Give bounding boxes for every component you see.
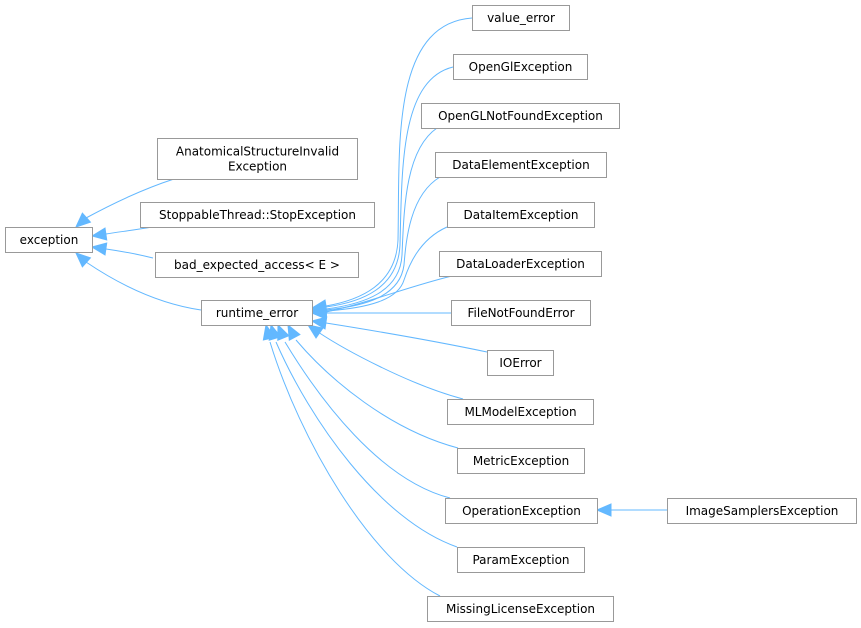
- class-node-label: OperationException: [462, 504, 581, 518]
- class-node-box: [457, 448, 585, 474]
- class-node-label: value_error: [487, 11, 555, 25]
- class-node-label: AnatomicalStructureInvalid: [176, 145, 339, 159]
- edge-line: [269, 341, 441, 597]
- edge-line: [105, 248, 154, 259]
- class-node-label: FileNotFoundError: [468, 306, 575, 320]
- edge-line: [325, 66, 454, 308]
- class-node-box: [487, 350, 554, 376]
- class-node-label: OpenGlException: [469, 60, 573, 74]
- edge-line: [85, 261, 202, 311]
- class-node-label: DataElementException: [452, 158, 589, 172]
- class-node-missing-license[interactable]: MissingLicenseException: [427, 596, 614, 622]
- class-node-label: IOError: [499, 356, 541, 370]
- class-node-runtime-error[interactable]: runtime_error: [201, 300, 313, 326]
- edge-line: [317, 331, 464, 400]
- class-node-box: [447, 399, 594, 425]
- class-node-value-error[interactable]: value_error: [472, 5, 570, 31]
- edge-operation-to-runtime_error: [277, 323, 451, 499]
- edge-line: [105, 226, 153, 235]
- edge-line: [325, 275, 453, 313]
- class-node-box: [140, 202, 375, 228]
- class-node-label: MissingLicenseException: [446, 602, 595, 616]
- edge-line: [275, 341, 458, 548]
- class-node-label: ParamException: [472, 553, 569, 567]
- class-node-box: [451, 300, 591, 326]
- edge-data_loader-to-runtime_error: [310, 275, 453, 319]
- edge-missing_license-to-runtime_error: [262, 323, 441, 597]
- inheritance-arrow-icon: [287, 323, 301, 341]
- inheritance-arrow-icon: [75, 252, 92, 268]
- edge-line: [325, 127, 438, 310]
- class-node-box: [453, 54, 588, 80]
- edge-image_samplers-to-operation: [595, 503, 667, 517]
- edge-line: [325, 17, 473, 307]
- inheritance-arrow-icon: [90, 242, 108, 256]
- class-node-image-samplers[interactable]: ImageSamplersException: [667, 498, 857, 524]
- class-node-box: [427, 596, 614, 622]
- edge-bad_expected-to-exception: [90, 242, 154, 259]
- inheritance-arrow-icon: [262, 323, 276, 341]
- class-node-label: MLModelException: [464, 405, 576, 419]
- class-node-operation[interactable]: OperationException: [445, 498, 598, 524]
- class-node-label: ImageSamplersException: [686, 504, 839, 518]
- class-node-data-loader[interactable]: DataLoaderException: [439, 251, 602, 277]
- class-node-box: [5, 227, 93, 253]
- edge-runtime_error-to-exception: [75, 252, 202, 311]
- edge-line: [295, 339, 459, 449]
- class-node-opengl-notfound[interactable]: OpenGLNotFoundException: [421, 103, 620, 129]
- class-node-opengl-exc[interactable]: OpenGlException: [453, 54, 588, 80]
- inheritance-arrow-icon: [75, 212, 92, 228]
- edges-layer: [75, 17, 667, 597]
- class-node-metric[interactable]: MetricException: [457, 448, 585, 474]
- class-node-box: [457, 547, 585, 573]
- class-node-label: exception: [20, 233, 79, 247]
- class-node-label: StoppableThread::StopException: [159, 208, 356, 222]
- edge-file_not_found-to-runtime_error: [310, 306, 451, 320]
- edge-anatomical-to-exception: [75, 178, 175, 228]
- class-node-file-not-found[interactable]: FileNotFoundError: [451, 300, 591, 326]
- class-node-exception[interactable]: exception: [5, 227, 93, 253]
- inheritance-arrow-icon: [595, 503, 612, 517]
- edge-line: [85, 178, 175, 219]
- edge-line: [325, 176, 441, 311]
- class-node-box: [435, 152, 607, 178]
- edge-line: [325, 226, 448, 312]
- class-node-box: [421, 103, 620, 129]
- class-node-label: runtime_error: [216, 306, 298, 320]
- inheritance-arrow-icon: [90, 227, 108, 241]
- edge-ioerror-to-runtime_error: [310, 316, 488, 353]
- edge-stoppable-to-exception: [90, 226, 153, 241]
- class-node-box: [157, 138, 358, 180]
- class-node-mlmodel[interactable]: MLModelException: [447, 399, 594, 425]
- inheritance-arrow-icon: [277, 323, 290, 341]
- inheritance-arrow-icon: [310, 306, 327, 320]
- edge-line: [325, 322, 488, 353]
- class-node-box: [667, 498, 857, 524]
- class-node-box: [439, 251, 602, 277]
- nodes-layer: exception AnatomicalStructureInvalidExcep…: [5, 5, 857, 622]
- class-node-ioerror[interactable]: IOError: [487, 350, 554, 376]
- class-node-box: [472, 5, 570, 31]
- class-node-box: [201, 300, 313, 326]
- class-node-param[interactable]: ParamException: [457, 547, 585, 573]
- class-node-label: OpenGLNotFoundException: [438, 109, 603, 123]
- class-node-data-item[interactable]: DataItemException: [447, 202, 595, 228]
- edge-metric-to-runtime_error: [287, 323, 459, 449]
- class-node-label: Exception: [228, 160, 287, 174]
- class-node-box: [447, 202, 595, 228]
- class-node-box: [445, 498, 598, 524]
- class-node-data-element[interactable]: DataElementException: [435, 152, 607, 178]
- class-node-bad-expected[interactable]: bad_expected_access< E >: [155, 252, 359, 278]
- edge-mlmodel-to-runtime_error: [306, 324, 464, 400]
- class-node-box: [155, 252, 359, 278]
- class-node-label: DataLoaderException: [456, 257, 585, 271]
- class-node-stoppable[interactable]: StoppableThread::StopException: [140, 202, 375, 228]
- class-node-label: MetricException: [473, 454, 569, 468]
- inheritance-arrow-icon: [310, 316, 328, 330]
- class-node-label: bad_expected_access< E >: [174, 258, 340, 272]
- class-node-label: DataItemException: [463, 208, 578, 222]
- edge-line: [284, 341, 451, 499]
- inheritance-arrow-icon: [306, 324, 324, 339]
